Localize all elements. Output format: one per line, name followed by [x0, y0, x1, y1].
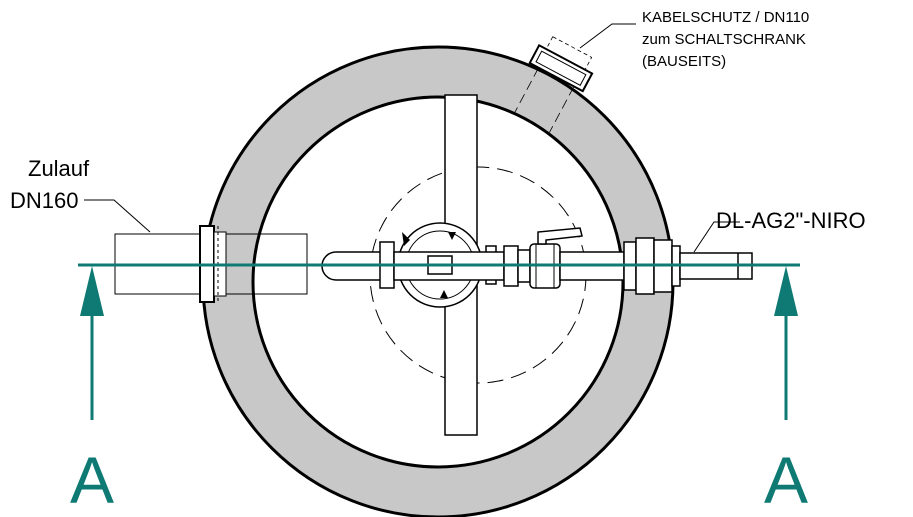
section-line-a-a — [78, 263, 800, 420]
section-arrow-right-head — [774, 266, 798, 316]
valve-handle — [537, 227, 583, 245]
cable-label-line1: KABELSCHUTZ / DN110 — [642, 9, 809, 26]
cable-label-line3: (BAUSEITS) — [642, 53, 726, 70]
cable-protection-pipe — [513, 36, 594, 133]
section-letter-right: A — [764, 443, 808, 517]
section-arrow-left-head — [80, 266, 104, 316]
leader-inlet — [84, 199, 151, 233]
section-letter-left: A — [70, 443, 114, 517]
leader-pipe — [693, 221, 740, 253]
leader-cable — [579, 23, 636, 49]
cable-label-line2: zum SCHALTSCHRANK — [642, 31, 806, 48]
inlet-label-line2: DN160 — [10, 188, 78, 213]
leader-lines — [84, 23, 740, 253]
pipe-label: DL-AG2"-NIRO — [716, 208, 866, 233]
inlet-label-line1: Zulauf — [28, 156, 90, 181]
